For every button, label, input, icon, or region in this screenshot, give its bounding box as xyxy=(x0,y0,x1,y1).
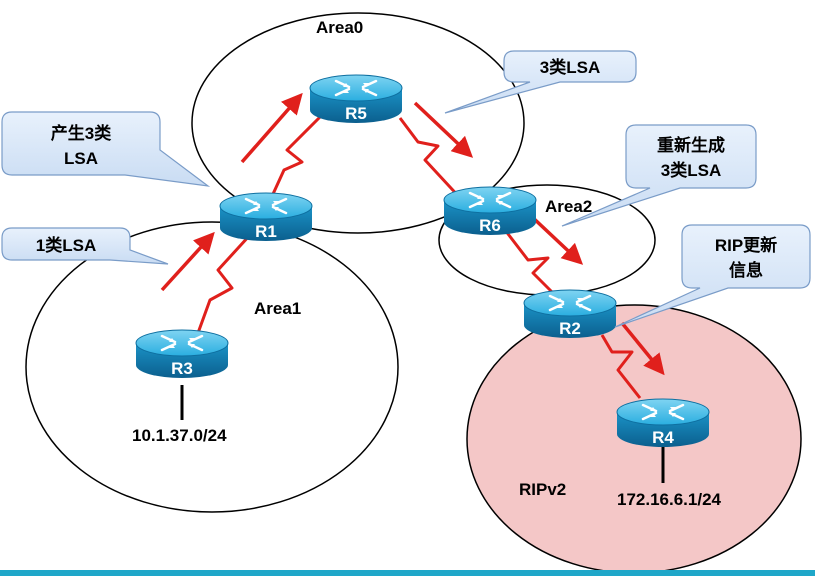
router-r2[interactable]: R2 xyxy=(522,288,618,340)
area0-label: Area0 xyxy=(316,18,363,37)
area2-label: Area2 xyxy=(545,197,592,216)
r4-network-label: 172.16.6.1/24 xyxy=(617,490,722,509)
arrow-r1-to-r5 xyxy=(240,92,303,164)
router-r6-label: R6 xyxy=(479,216,501,235)
bottom-bar xyxy=(0,570,815,576)
router-r4[interactable]: R4 xyxy=(615,397,711,449)
router-r1[interactable]: R1 xyxy=(218,191,314,243)
router-r5-label: R5 xyxy=(345,104,367,123)
ripv2-label: RIPv2 xyxy=(519,480,566,499)
r3-network-label: 10.1.37.0/24 xyxy=(132,426,227,445)
callout-rip-update: RIP更新 信息 xyxy=(614,224,811,328)
router-r5[interactable]: R5 xyxy=(308,73,404,125)
arrow-r2-to-r4 xyxy=(620,321,665,376)
area1-boundary xyxy=(25,221,399,513)
router-r1-label: R1 xyxy=(255,222,277,241)
link-r3-r1 xyxy=(196,233,252,334)
callout-type3-lsa: 3类LSA xyxy=(444,50,637,114)
link-r2-r4 xyxy=(600,334,642,399)
router-r4-label: R4 xyxy=(652,428,674,447)
link-r1-r5 xyxy=(266,115,322,206)
callout-rip-update-line2: 信息 xyxy=(729,260,763,280)
arrow-r5-to-r6 xyxy=(413,101,474,158)
callout-rip-update-line1: RIP更新 xyxy=(715,235,777,255)
router-r6[interactable]: R6 xyxy=(442,185,538,237)
callout-type3-lsa-text: 3类LSA xyxy=(540,57,600,77)
callout-type1-lsa: 1类LSA xyxy=(1,227,169,265)
callout-regenerate-type3-line2: 3类LSA xyxy=(661,160,721,180)
callout-regenerate-type3: 重新生成 3类LSA xyxy=(561,124,757,227)
router-r3[interactable]: R3 xyxy=(134,328,230,380)
callout-generate-type3-line1: 产生3类 xyxy=(51,123,112,143)
area1-label: Area1 xyxy=(254,299,301,318)
link-r5-r6 xyxy=(398,117,464,202)
link-r6-r2 xyxy=(503,229,557,297)
arrow-r6-to-r2 xyxy=(528,213,584,265)
callout-regenerate-type3-line1: 重新生成 xyxy=(657,135,725,155)
router-r3-label: R3 xyxy=(171,359,193,378)
callout-generate-type3-line2: LSA xyxy=(64,149,98,168)
arrow-r3-to-r1 xyxy=(160,231,215,292)
callout-generate-type3: 产生3类 LSA xyxy=(1,111,211,187)
area0-boundary xyxy=(191,12,525,234)
router-r2-label: R2 xyxy=(559,319,581,338)
callout-type1-lsa-text: 1类LSA xyxy=(36,235,96,255)
